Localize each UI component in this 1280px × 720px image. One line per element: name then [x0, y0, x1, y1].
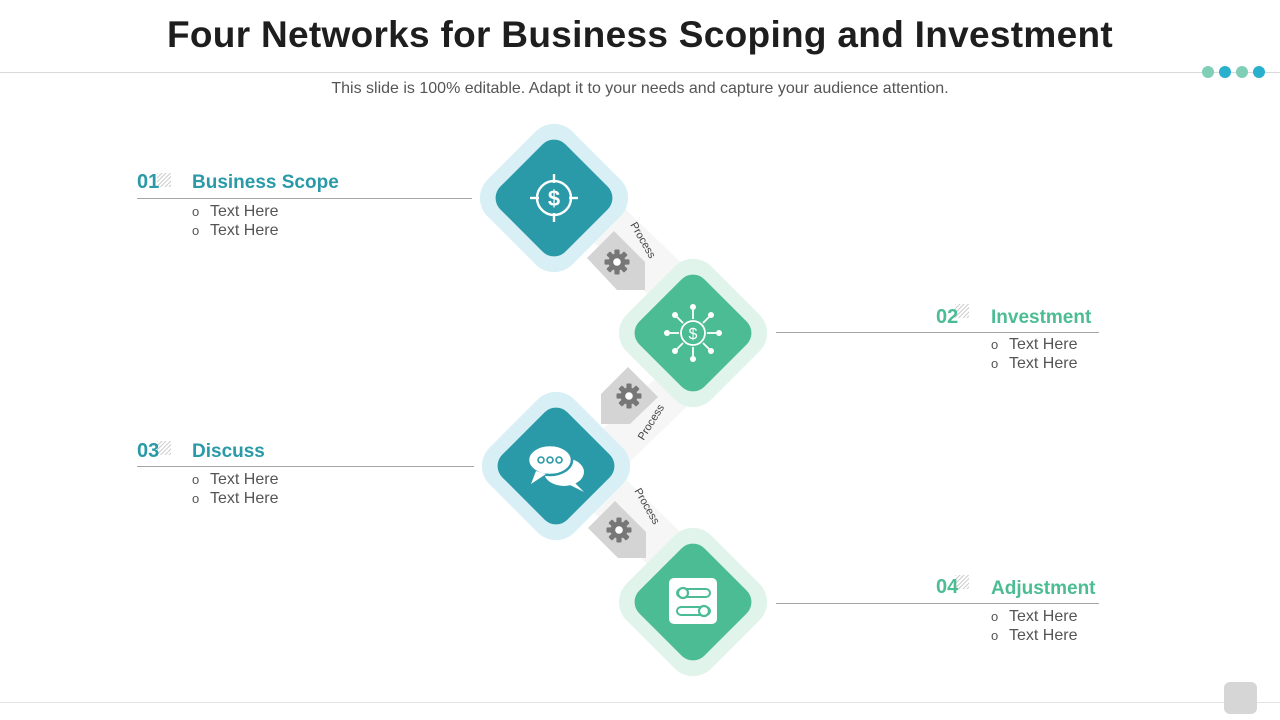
dollar-network-icon: $: [664, 304, 722, 362]
dot-4: [1253, 66, 1265, 78]
diamond-adjustment: [618, 527, 768, 677]
sliders-icon: [669, 578, 717, 624]
step-4-bullets: Text Here Text Here: [991, 607, 1077, 645]
bullet-item: Text Here: [192, 470, 278, 489]
step-3-rule: [137, 466, 474, 467]
bullet-item: Text Here: [192, 202, 278, 221]
gear-icon: [604, 249, 630, 275]
step-2-number: 02: [936, 306, 959, 328]
bullet-item: Text Here: [991, 354, 1077, 373]
step-1-rule: [137, 198, 472, 199]
bullet-item: Text Here: [991, 626, 1077, 645]
diamond-investment: $: [618, 258, 768, 408]
gear-icon: [606, 517, 632, 543]
chat-bubbles-icon: [526, 443, 584, 492]
dollar-target-icon: $: [530, 174, 578, 222]
bullet-item: Text Here: [991, 607, 1077, 626]
bullet-item: Text Here: [192, 221, 278, 240]
step-3-bullets: Text Here Text Here: [192, 470, 278, 508]
dot-1: [1202, 66, 1214, 78]
title-divider: [0, 72, 1280, 73]
step-1-hatch: [157, 173, 171, 187]
step-3-hatch: [157, 441, 171, 455]
step-2-bullets: Text Here Text Here: [991, 335, 1077, 373]
step-2-title: Investment: [991, 307, 1092, 328]
step-2-hatch: [955, 304, 969, 318]
dot-2: [1219, 66, 1231, 78]
slide-title: Four Networks for Business Scoping and I…: [166, 14, 1114, 55]
step-1-bullets: Text Here Text Here: [192, 202, 278, 240]
diamond-business-scope: $: [479, 123, 629, 273]
step-4-number: 04: [936, 576, 959, 598]
step-1-number: 01: [137, 171, 160, 193]
step-2-rule: [776, 332, 1099, 333]
corner-decoration: [1224, 682, 1257, 714]
gear-icon: [616, 383, 642, 409]
step-4-hatch: [955, 575, 969, 589]
bullet-item: Text Here: [192, 489, 278, 508]
bullet-item: Text Here: [991, 335, 1077, 354]
svg-text:$: $: [689, 326, 698, 343]
step-3-number: 03: [137, 440, 160, 462]
svg-text:$: $: [548, 186, 560, 211]
step-4-title: Adjustment: [991, 578, 1096, 599]
footer-divider: [0, 702, 1280, 703]
dot-3: [1236, 66, 1248, 78]
decorative-dots: [1202, 66, 1265, 78]
step-1-title: Business Scope: [192, 172, 339, 193]
diamond-discuss: [481, 391, 631, 541]
slide-subtitle: This slide is 100% editable. Adapt it to…: [331, 80, 949, 97]
step-4-rule: [776, 603, 1099, 604]
step-3-title: Discuss: [192, 441, 265, 462]
